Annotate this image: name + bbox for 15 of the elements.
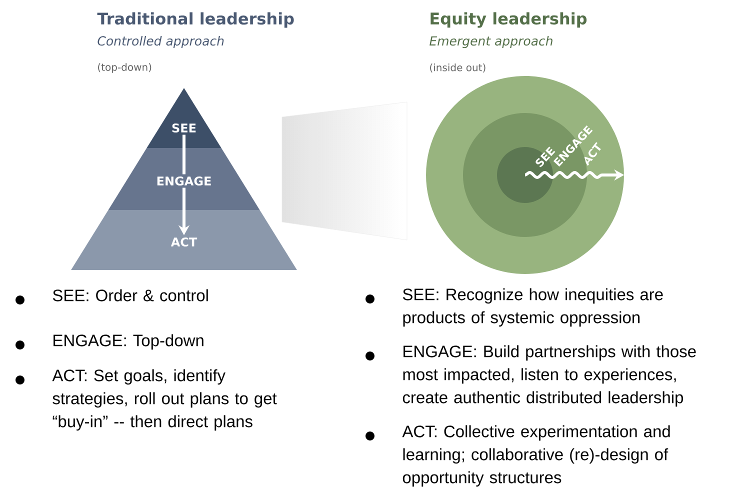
bullet-text: ENGAGE: Top-down: [54, 334, 204, 350]
subheading: Emergent approach: [430, 36, 552, 48]
note: (top-down): [98, 63, 152, 73]
pyramid-layer: SEE: [146, 88, 222, 148]
bullet-text: SEE: Recognize how inequities are products of systemic oppression: [402, 288, 663, 327]
bullet-text: ACT: Set goals, identify strategies, roll out plans to get “buy-in” -- then direct plans: [52, 369, 277, 431]
subheading: Controlled approach: [98, 36, 224, 48]
bullet-text: ENGAGE: Build partnerships with those most impacted, listen to experiences, create authentic distributed leadership: [402, 345, 696, 407]
note: (inside out): [430, 64, 486, 72]
pyramid-layer: ACT: [71, 210, 297, 270]
bullet-text: SEE: Order & control: [52, 289, 208, 302]
heading: Traditional leadership: [97, 12, 294, 28]
bullet-text: ACT: Collective experimentation and learning; collaborative (re)-design of opportunity structures: [402, 425, 670, 487]
pyramid-layer: ENGAGE: [108, 148, 260, 210]
heading: Equity leadership: [430, 12, 587, 28]
